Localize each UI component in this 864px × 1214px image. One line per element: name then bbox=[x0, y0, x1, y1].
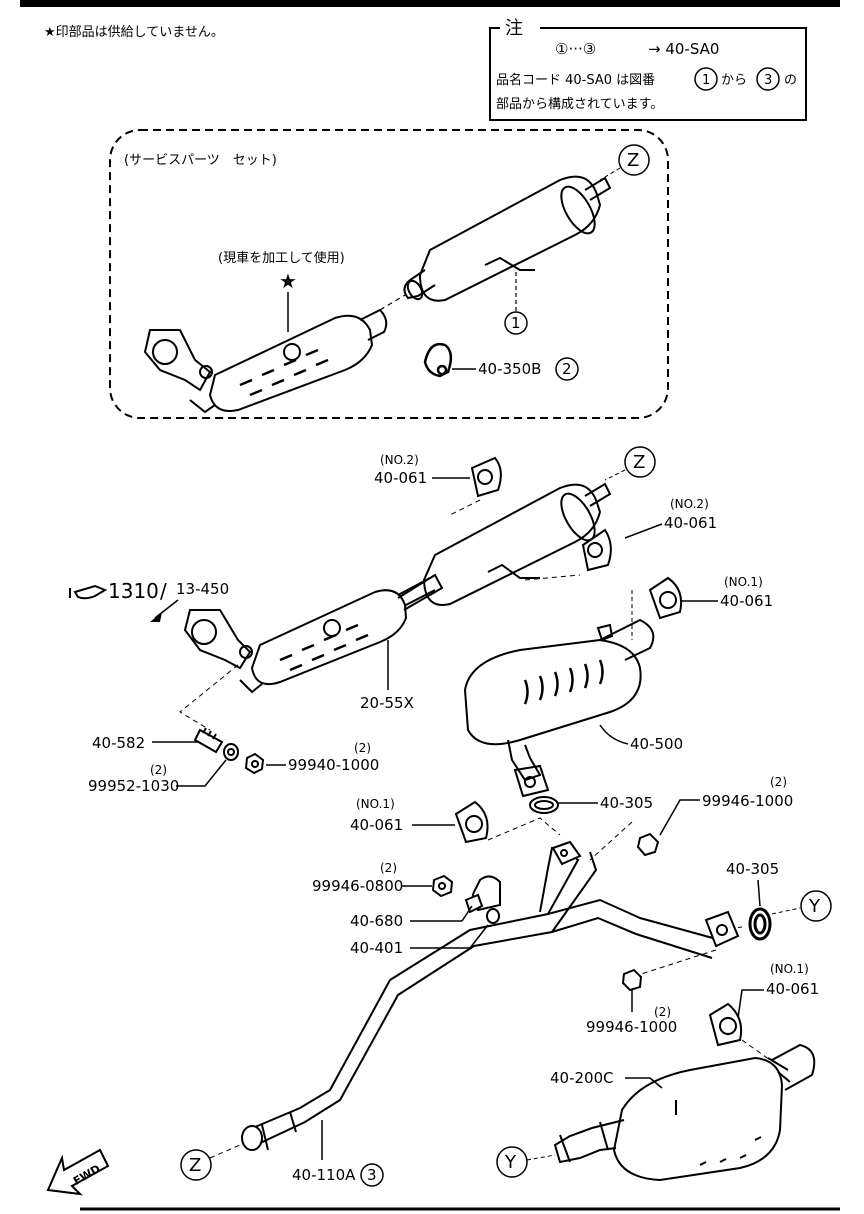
rubber-code: 40-401 bbox=[350, 939, 403, 957]
q2-d: (2) bbox=[380, 861, 397, 875]
gasket-a bbox=[529, 796, 559, 814]
note-box: 注 ①···③ → 40-SA0 品名コード 40-SA0 は図番 1 から 3… bbox=[489, 14, 807, 121]
nut1-code: 99940-1000 bbox=[288, 756, 379, 774]
nut2-code: 99946-1000 bbox=[702, 792, 793, 810]
converter-illustration bbox=[183, 573, 444, 694]
intermediate-pipe-illustration bbox=[241, 840, 740, 1151]
code-061-b: 40-061 bbox=[664, 514, 717, 532]
hanger-code: 40-680 bbox=[350, 912, 403, 930]
nut-4-icon bbox=[621, 968, 643, 992]
nut-3-icon bbox=[431, 874, 454, 898]
ref-sub: 13-450 bbox=[176, 580, 229, 598]
note-line2-c: の bbox=[784, 73, 797, 88]
rubber-icon bbox=[486, 908, 500, 924]
note-title: 注 bbox=[505, 18, 523, 39]
q2-c: (2) bbox=[770, 775, 787, 789]
service-set-title: (サービスパーツ セット) bbox=[124, 153, 277, 168]
gasket-b bbox=[748, 907, 772, 941]
stud-code: 40-582 bbox=[92, 734, 145, 752]
clamp-icon bbox=[423, 342, 453, 378]
service-z-label: Z bbox=[627, 150, 639, 171]
conv-code: 20-55X bbox=[360, 694, 414, 712]
note-line2-b: から bbox=[721, 73, 747, 88]
main-muffler-illustration bbox=[553, 1043, 816, 1182]
q2-a: (2) bbox=[354, 741, 371, 755]
washer-icon bbox=[223, 743, 239, 761]
hanger-rubber-a bbox=[470, 456, 502, 498]
stud-icon bbox=[193, 727, 224, 754]
washer-code: 99952-1030 bbox=[88, 777, 179, 795]
hanger-rubber-b bbox=[581, 528, 612, 572]
z2-label: Z bbox=[189, 1155, 201, 1176]
q2-b: (2) bbox=[150, 763, 167, 777]
no1-c: (NO.1) bbox=[770, 962, 809, 976]
service-muffler-illustration bbox=[403, 175, 612, 302]
gasket-a-code: 40-305 bbox=[600, 794, 653, 812]
code-061-c: 40-061 bbox=[720, 592, 773, 610]
no1-b: (NO.1) bbox=[356, 797, 395, 811]
hanger-rubber-d bbox=[454, 800, 489, 844]
clamp-num: 2 bbox=[562, 360, 572, 378]
code-061-d: 40-061 bbox=[350, 816, 403, 834]
z1-label: Z bbox=[633, 452, 645, 473]
hanger-rubber-e bbox=[708, 1002, 743, 1047]
no2-a: (NO.2) bbox=[380, 453, 419, 467]
front-muffler-illustration bbox=[396, 482, 612, 608]
ref-main: 1310 bbox=[108, 579, 159, 603]
reference-hand-icon bbox=[69, 584, 108, 600]
note-line2-n1: 1 bbox=[702, 73, 710, 88]
header-note: ★印部品は供給していません。 bbox=[44, 25, 224, 40]
clamp-code: 40-350B bbox=[478, 360, 541, 378]
main-muffler-code: 40-200C bbox=[550, 1069, 614, 1087]
pipe-num: 3 bbox=[367, 1166, 377, 1184]
note-line2-a: 品名コード 40-SA0 は図番 bbox=[496, 72, 655, 88]
note-line3: 部品から構成されています。 bbox=[496, 97, 663, 112]
code-061-e: 40-061 bbox=[766, 980, 819, 998]
nut3-code: 99946-0800 bbox=[312, 877, 403, 895]
fwd-arrow-icon: FWD bbox=[46, 1148, 110, 1196]
gasket-b-code: 40-305 bbox=[726, 860, 779, 878]
service-star-note: (現車を加工して使用) bbox=[218, 250, 345, 266]
no2-b: (NO.2) bbox=[670, 497, 709, 511]
service-set-box: (サービスパーツ セット) (現車を加工して使用) ★ Z 1 bbox=[109, 129, 669, 419]
top-border bbox=[20, 0, 840, 7]
ref-slash: / bbox=[160, 579, 167, 603]
nut-icon bbox=[244, 752, 265, 775]
y2-label: Y bbox=[504, 1152, 517, 1173]
note-line2-n2: 3 bbox=[764, 73, 772, 88]
service-item1: 1 bbox=[511, 314, 521, 332]
service-converter-illustration bbox=[143, 308, 388, 414]
nut-2-icon bbox=[636, 832, 660, 857]
q2-e: (2) bbox=[654, 1005, 671, 1019]
y1-label: Y bbox=[808, 896, 821, 917]
no1-a: (NO.1) bbox=[724, 575, 763, 589]
note-line1-prefix: ①···③ bbox=[555, 40, 596, 58]
note-line1: → 40-SA0 bbox=[648, 40, 719, 58]
pipe-code: 40-110A bbox=[292, 1166, 356, 1184]
code-061-a: 40-061 bbox=[374, 469, 427, 487]
hanger-rubber-c bbox=[648, 576, 683, 620]
nut4-code: 99946-1000 bbox=[586, 1018, 677, 1036]
service-star: ★ bbox=[279, 269, 297, 293]
center-muffler-illustration bbox=[463, 618, 655, 798]
muffler-mid-code: 40-500 bbox=[630, 735, 683, 753]
